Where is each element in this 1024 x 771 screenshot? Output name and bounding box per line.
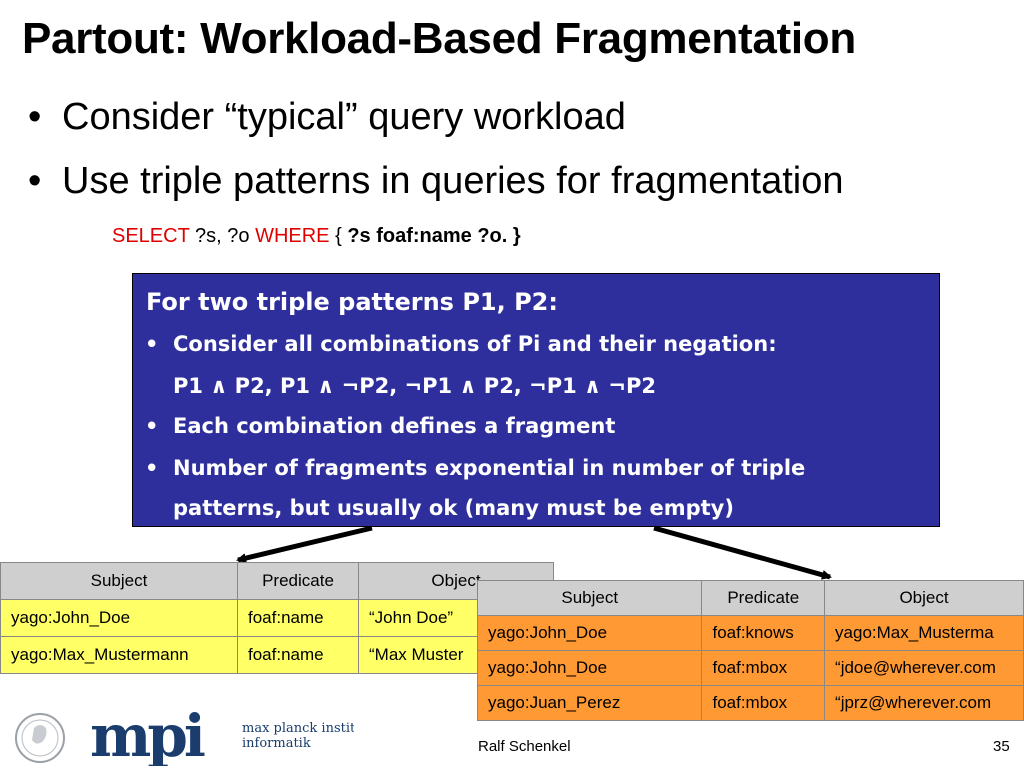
box-item-combinations: • Consider all combinations of Pi and the… [145,332,777,356]
box-item-exponential-cont: patterns, but usually ok (many must be e… [173,496,734,520]
cell-predicate: foaf:name [237,599,359,637]
brace-open: { [329,225,348,247]
box-item-text: Number of fragments exponential in numbe… [173,456,806,480]
logo-line1: max planck institut [242,721,354,736]
bullet-marker: • [28,160,42,202]
where-keyword: WHERE [255,225,330,247]
arrow-left [236,525,373,564]
header-object: Object [824,580,1024,616]
bullet-triple-patterns: • Use triple patterns in queries for frag… [28,160,844,203]
logo-letters: mpi [90,710,205,766]
header-predicate: Predicate [237,562,359,600]
cell-subject: yago:Max_Mustermann [0,636,238,674]
cell-object: “jprz@wherever.com [824,685,1024,721]
table-row: yago:John_Doe foaf:knows yago:Max_Muster… [476,615,1024,651]
fragmentation-box: For two triple patterns P1, P2: • Conside… [132,273,940,527]
table-row: yago:John_Doe foaf:mbox “jdoe@wherever.c… [476,650,1024,686]
box-item-exponential: • Number of fragments exponential in numb… [145,456,805,480]
cell-object: “jdoe@wherever.com [824,650,1024,686]
fragment-table-name: Subject Predicate Object yago:John_Doe f… [0,562,554,674]
table-row: yago:Max_Mustermann foaf:name “Max Muste… [0,636,554,674]
select-keyword: SELECT [112,225,190,247]
cell-object: yago:Max_Musterma [824,615,1024,651]
bullet-marker: • [145,456,159,480]
fragment-table-knows-mbox: Subject Predicate Object yago:John_Doe f… [476,580,1024,721]
slide-number: 35 [993,738,1010,755]
cell-predicate: foaf:name [237,636,359,674]
cell-subject: yago:John_Doe [476,615,703,651]
query-pattern: ?s foaf:name ?o. } [347,225,521,247]
bullet-marker: • [28,96,42,138]
sparql-query: SELECT ?s, ?o WHERE { ?s foaf:name ?o. } [112,225,521,248]
cell-predicate: foaf:mbox [701,685,826,721]
table-header-row: Subject Predicate Object [476,580,1024,616]
mpi-logo: mpi max planck institut informatik [14,702,370,771]
box-item-formula: P1 ∧ P2, P1 ∧ ¬P2, ¬P1 ∧ P2, ¬P1 ∧ ¬P2 [173,374,656,398]
bullet-text: Use triple patterns in queries for fragm… [62,160,844,202]
cell-predicate: foaf:knows [701,615,826,651]
cell-subject: yago:John_Doe [0,599,238,637]
cell-subject: yago:John_Doe [476,650,703,686]
box-item-text: Consider all combinations of Pi and thei… [173,332,777,356]
table-row: yago:Juan_Perez foaf:mbox “jprz@wherever… [476,685,1024,721]
cell-subject: yago:Juan_Perez [476,685,703,721]
header-predicate: Predicate [701,580,826,616]
bullet-text: Consider “typical” query workload [62,96,626,138]
query-vars: ?s, ?o [189,225,256,247]
table-row: yago:John_Doe foaf:name “John Doe” [0,599,554,637]
bullet-marker: • [145,332,159,356]
bullet-marker: • [145,414,159,438]
box-heading: For two triple patterns P1, P2: [146,288,558,316]
minerva-seal-icon: mpi max planck institut informatik [15,702,370,770]
footer-author: Ralf Schenkel [478,738,571,755]
bullet-workload: • Consider “typical” query workload [28,96,626,139]
table-header-row: Subject Predicate Object [0,562,554,600]
cell-predicate: foaf:mbox [701,650,826,686]
box-item-fragment: • Each combination defines a fragment [145,414,615,438]
logo-line2: informatik [242,736,311,751]
slide-title: Partout: Workload-Based Fragmentation [22,14,856,63]
arrow-right [653,525,832,580]
header-subject: Subject [0,562,238,600]
header-subject: Subject [476,580,703,616]
box-item-text: Each combination defines a fragment [173,414,616,438]
